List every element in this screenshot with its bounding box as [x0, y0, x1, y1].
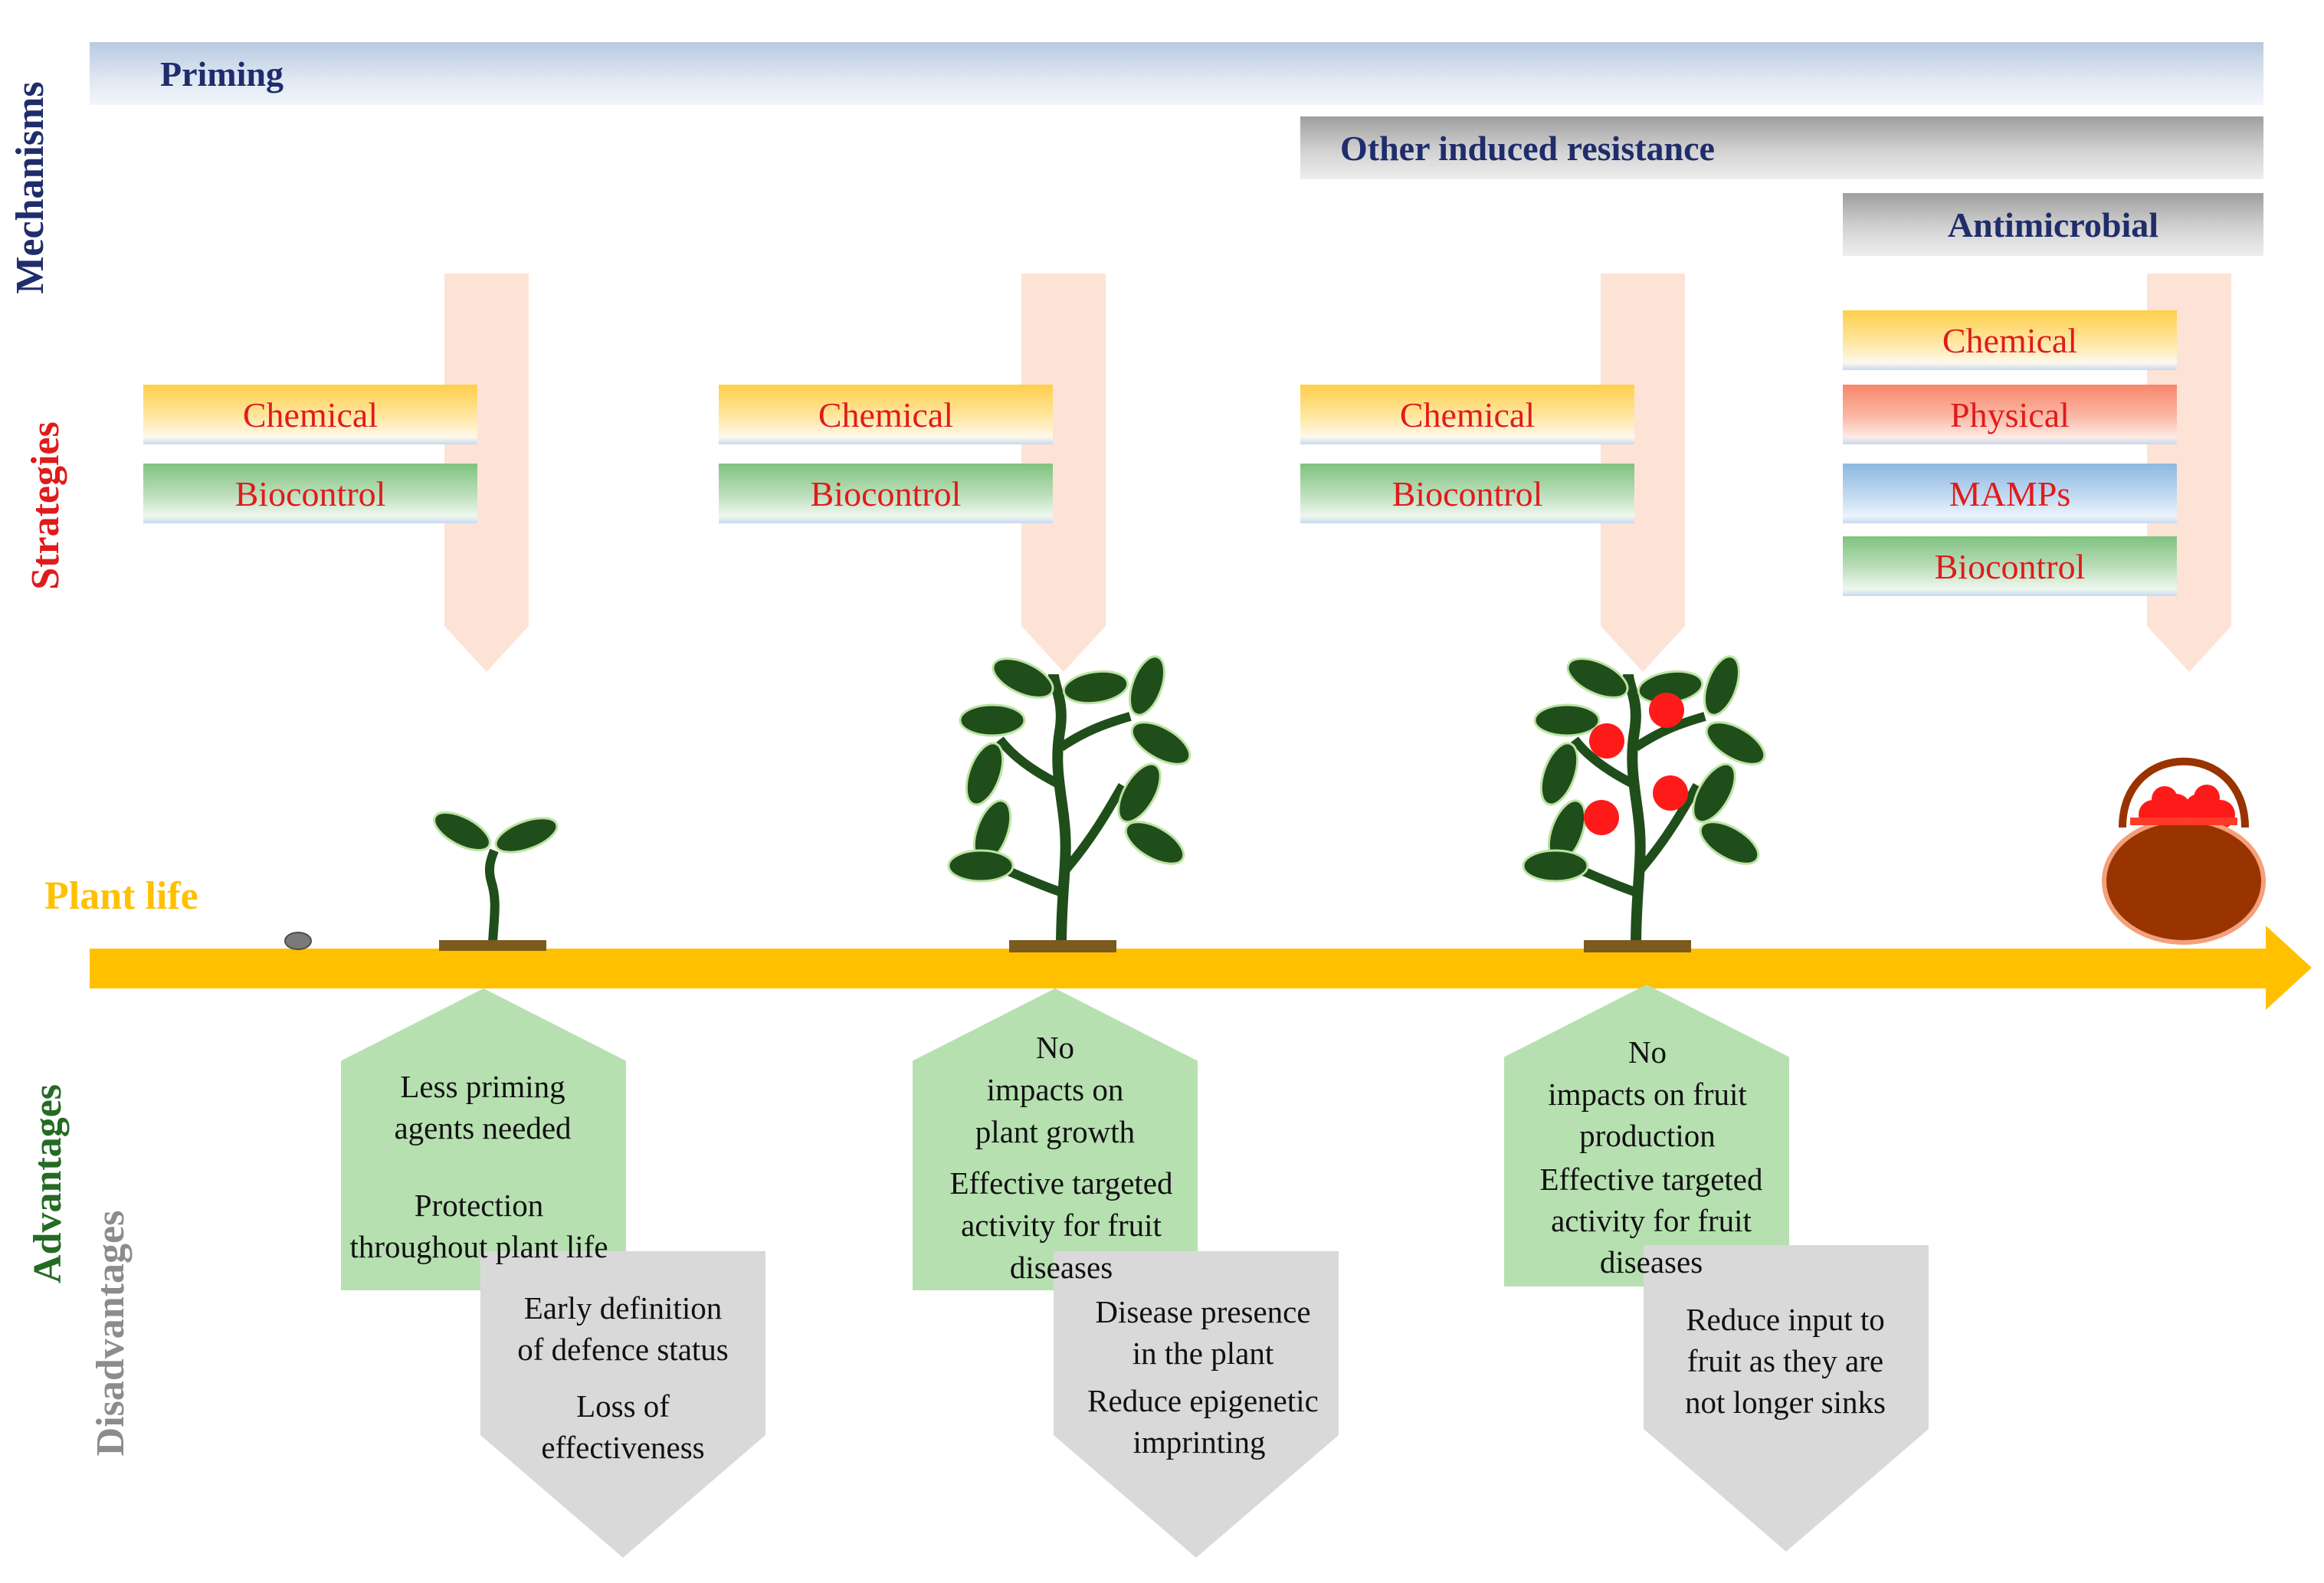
disadvantages-label: Disadvantages — [89, 1210, 133, 1457]
plant-life-label: Plant life — [44, 874, 198, 918]
stage4-strategy-physical: Physical — [1843, 385, 2177, 444]
stage3-disadvantage-line: fruit as they are — [1686, 1343, 1884, 1378]
stage1-disadvantage-line: effectiveness — [541, 1430, 705, 1465]
stage1-down-arrow-icon — [444, 274, 529, 672]
stage3-advantages-box — [1504, 985, 1789, 1286]
stage4-strategy-mamps: MAMPs — [1843, 464, 2177, 523]
stage1-strategy-biocontrol: Biocontrol — [143, 464, 477, 523]
stage2-disadvantage-line: Reduce epigenetic — [1087, 1383, 1319, 1418]
stage1-disadvantage-line: of defence status — [517, 1332, 729, 1367]
stage3-down-arrow-icon — [1601, 274, 1685, 672]
mechanism-antimicrobial-label: Antimicrobial — [1947, 205, 2159, 244]
stage3-advantage-line: impacts on fruit — [1548, 1077, 1747, 1112]
stage2-disadvantage-line: Disease presence — [1095, 1294, 1311, 1329]
stage2-strategy-biocontrol: Biocontrol — [719, 464, 1053, 523]
stage3-advantage-line: diseases — [1599, 1244, 1703, 1280]
mechanism-priming-bar: Priming — [90, 42, 2263, 105]
stage2-advantages-box — [913, 988, 1198, 1290]
mechanisms-label: Mechanisms — [8, 81, 52, 294]
timeline-arrow-icon — [90, 926, 2312, 1010]
stage3-advantage-line: Effective targeted — [1539, 1162, 1763, 1197]
mechanism-antimicrobial-bar: Antimicrobial — [1843, 193, 2263, 256]
stage2-disadvantage-line: in the plant — [1132, 1336, 1274, 1371]
stage4-strategy-biocontrol: Biocontrol — [1843, 536, 2177, 596]
stage1-advantage-line: agents needed — [394, 1110, 572, 1145]
stage1-advantages-box — [341, 988, 626, 1290]
stage2-strategy-chemical: Chemical — [719, 385, 1053, 444]
stage2-advantage-line: diseases — [1009, 1250, 1113, 1285]
stage1-disadvantage-line: Loss of — [576, 1388, 670, 1424]
stage3-strategy-chemical: Chemical — [1300, 385, 1634, 444]
stage1-advantage-line: throughout plant life — [349, 1229, 608, 1264]
stage2-down-arrow-icon — [1021, 274, 1106, 672]
stage2-advantage-line: No — [1035, 1030, 1075, 1065]
stage1-strategy-chemical: Chemical — [143, 385, 477, 444]
strategies-label: Strategies — [24, 421, 67, 590]
stage3-advantage-line: activity for fruit — [1551, 1203, 1752, 1238]
stage2-advantage-line: plant growth — [975, 1114, 1136, 1149]
stage1-advantage-line: Less priming — [400, 1069, 565, 1104]
stage3-advantage-line: production — [1579, 1118, 1716, 1153]
mechanism-other-induced-resistance-bar: Other induced resistance — [1300, 116, 2263, 179]
seed-icon — [284, 932, 312, 950]
stage2-advantage-line: activity for fruit — [961, 1208, 1162, 1243]
young-plant-icon — [947, 655, 1192, 952]
seedling-icon — [433, 811, 559, 951]
fruiting-plant-icon — [1522, 655, 1766, 952]
stage4-strategy-chemical: Chemical — [1843, 310, 2177, 370]
stage2-advantage-line: impacts on — [986, 1072, 1124, 1107]
stage1-disadvantage-line: Early definition — [523, 1290, 723, 1326]
stage2-disadvantage-line: imprinting — [1132, 1424, 1266, 1460]
stage3-disadvantage-line: Reduce input to — [1686, 1302, 1885, 1337]
fruit-basket-icon — [2102, 757, 2266, 945]
stage3-advantage-line: No — [1627, 1034, 1667, 1070]
mechanism-other-induced-resistance-label: Other induced resistance — [1340, 128, 1715, 168]
stage3-disadvantage-line: not longer sinks — [1685, 1385, 1886, 1420]
stage2-advantage-line: Effective targeted — [949, 1165, 1173, 1201]
stage3-strategy-biocontrol: Biocontrol — [1300, 464, 1634, 523]
mechanism-priming-label: Priming — [160, 54, 284, 93]
stage1-advantage-line: Protection — [414, 1188, 544, 1223]
advantages-label: Advantages — [26, 1083, 70, 1284]
